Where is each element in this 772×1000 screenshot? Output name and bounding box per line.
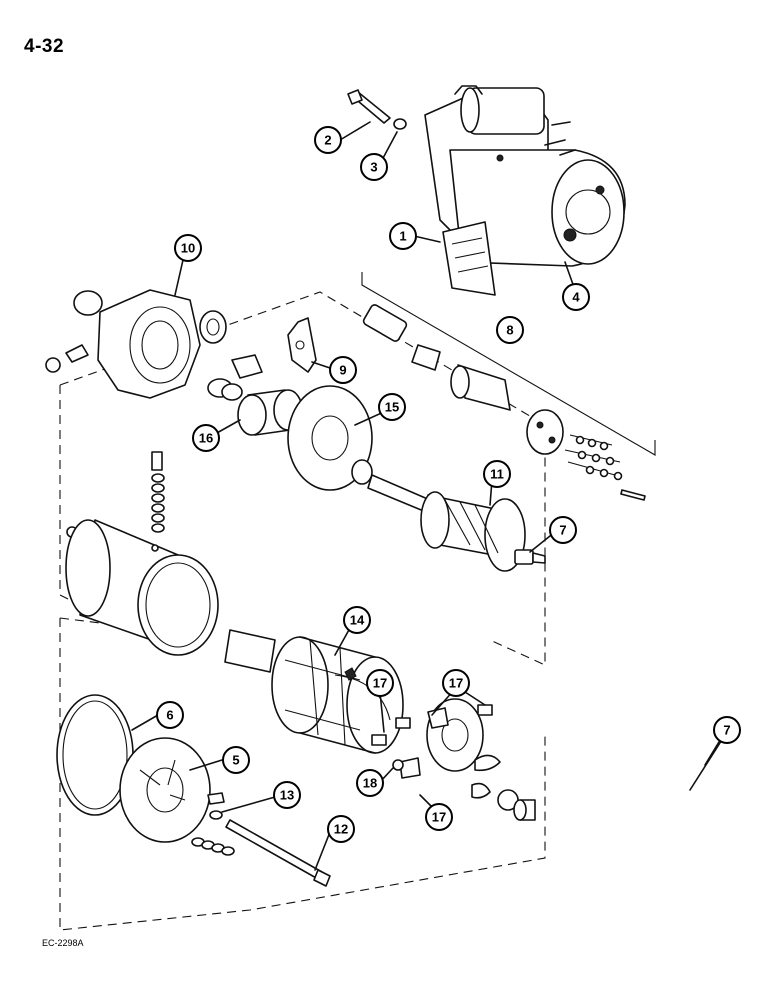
callout-9: 9 bbox=[329, 356, 357, 384]
callout-1: 1 bbox=[389, 222, 417, 250]
callout-2: 2 bbox=[314, 126, 342, 154]
callout-label: 6 bbox=[166, 708, 173, 723]
page-number: 4-32 bbox=[24, 36, 65, 57]
brushes bbox=[371, 704, 493, 746]
leader-lines bbox=[131, 121, 726, 871]
callout-label: 17 bbox=[373, 676, 387, 691]
warning-decal bbox=[442, 221, 496, 296]
callout-label: 10 bbox=[181, 241, 195, 256]
callout-label: 2 bbox=[324, 133, 331, 148]
callout-label: 7 bbox=[559, 523, 566, 538]
callout-7-upper: 7 bbox=[549, 516, 577, 544]
callout-label: 13 bbox=[280, 788, 294, 803]
callout-6: 6 bbox=[156, 701, 184, 729]
pinion-drive bbox=[207, 378, 303, 436]
callout-label: 5 bbox=[232, 753, 239, 768]
callout-label: 12 bbox=[334, 822, 348, 837]
callout-16: 16 bbox=[192, 424, 220, 452]
commutator-end-frame bbox=[119, 737, 211, 843]
callout-18: 18 bbox=[356, 769, 384, 797]
field-frame-housing bbox=[65, 519, 219, 656]
bolt bbox=[347, 89, 391, 124]
callout-label: 17 bbox=[432, 810, 446, 825]
callout-label: 8 bbox=[506, 323, 513, 338]
callout-8: 8 bbox=[496, 316, 524, 344]
callout-14: 14 bbox=[343, 606, 371, 634]
callout-label: 7 bbox=[723, 723, 730, 738]
callout-15: 15 bbox=[378, 393, 406, 421]
callout-label: 18 bbox=[363, 776, 377, 791]
cover-band bbox=[56, 694, 134, 816]
assembly-outline-upper bbox=[59, 291, 546, 666]
callout-17-right: 17 bbox=[442, 669, 470, 697]
field-coil bbox=[271, 636, 404, 754]
callout-label: 1 bbox=[399, 229, 406, 244]
callout-17-left: 17 bbox=[366, 669, 394, 697]
drive-end-housing bbox=[45, 289, 227, 399]
solenoid-assembly bbox=[361, 272, 656, 501]
callout-7-lower: 7 bbox=[713, 716, 741, 744]
pole-shoe bbox=[224, 629, 276, 673]
bushing-parts bbox=[471, 754, 536, 821]
lock-washer bbox=[393, 118, 407, 130]
callout-4: 4 bbox=[562, 283, 590, 311]
callout-label: 17 bbox=[449, 676, 463, 691]
brush-spring bbox=[392, 759, 404, 771]
callout-label: 11 bbox=[490, 467, 504, 482]
armature bbox=[367, 474, 546, 572]
callout-10: 10 bbox=[174, 234, 202, 262]
callout-13: 13 bbox=[273, 781, 301, 809]
shift-lever bbox=[287, 317, 317, 373]
callout-5: 5 bbox=[222, 746, 250, 774]
brush-holder-plate bbox=[399, 698, 484, 779]
figure-code: EC-2298A bbox=[42, 938, 84, 948]
callout-11: 11 bbox=[483, 460, 511, 488]
callout-label: 3 bbox=[370, 160, 377, 175]
starter-motor-assembly bbox=[424, 85, 626, 267]
drive-block bbox=[231, 354, 263, 379]
terminal-hardware bbox=[191, 792, 235, 856]
through-bolt bbox=[225, 819, 331, 887]
callout-label: 4 bbox=[572, 290, 580, 305]
callout-label: 14 bbox=[350, 613, 365, 628]
callout-label: 16 bbox=[199, 431, 213, 446]
callout-3: 3 bbox=[360, 153, 388, 181]
intermediate-bearing-plate bbox=[287, 385, 373, 491]
callout-12: 12 bbox=[327, 815, 355, 843]
callout-label: 9 bbox=[339, 363, 346, 378]
callout-17-bottom: 17 bbox=[425, 803, 453, 831]
terminal-hardware-stack bbox=[66, 451, 165, 538]
callout-label: 15 bbox=[385, 400, 399, 415]
